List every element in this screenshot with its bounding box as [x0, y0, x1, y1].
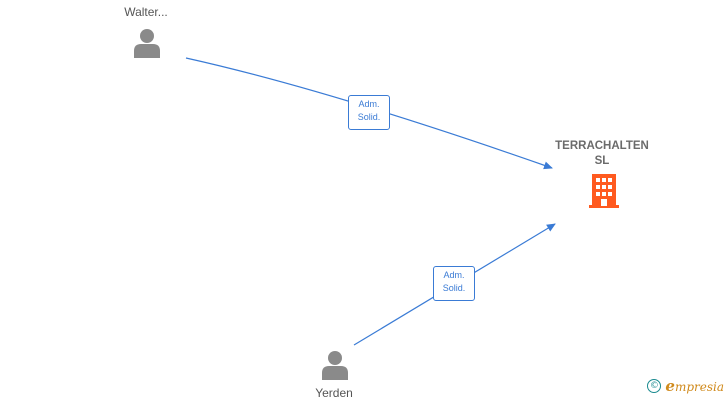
- edge-label-line1: Adm.: [358, 99, 380, 109]
- company-name-line2: SL: [594, 155, 610, 167]
- person-name-yerden[interactable]: Yerden: [315, 386, 353, 400]
- building-icon[interactable]: [589, 174, 619, 208]
- person-icon[interactable]: [322, 351, 348, 380]
- person-name-walter[interactable]: Walter...: [124, 5, 168, 19]
- company-name-line1: TERRACHALTEN: [555, 140, 649, 152]
- empresia-brand[interactable]: © empresia: [647, 377, 724, 395]
- brand-initial: e: [665, 377, 675, 395]
- brand-rest: mpresia: [674, 380, 724, 394]
- edge-label-walter[interactable]: Adm. Solid.: [348, 95, 390, 130]
- edge-label-line2: Solid.: [357, 112, 381, 122]
- brand-wordmark: empresia: [665, 377, 724, 395]
- person-icon[interactable]: [134, 29, 160, 58]
- edge-label-yerden[interactable]: Adm. Solid.: [433, 266, 475, 301]
- edge-label-line1: Adm.: [443, 270, 465, 280]
- company-name[interactable]: TERRACHALTEN SL: [542, 139, 662, 169]
- edge-label-line2: Solid.: [442, 283, 466, 293]
- copyright-icon: ©: [647, 379, 662, 393]
